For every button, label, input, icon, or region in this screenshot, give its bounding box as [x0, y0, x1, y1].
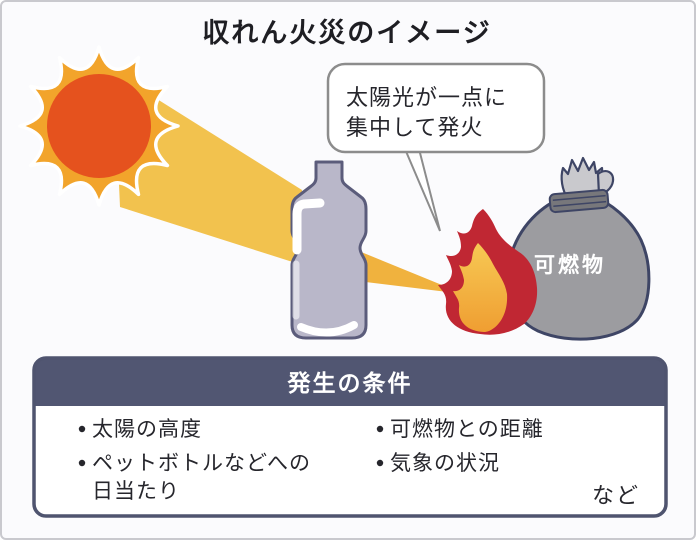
- bottle-highlight-bottom: [297, 321, 358, 337]
- conditions-header-label: 発生の条件: [287, 370, 413, 396]
- bullet-dot: [376, 425, 384, 433]
- sun-icon: [18, 45, 180, 207]
- bottle-body: [290, 160, 368, 340]
- condition-item: 気象の状況: [390, 452, 500, 475]
- speech-bubble-tail: [403, 148, 441, 232]
- speech-bubble-line2: 集中して発火: [346, 115, 483, 140]
- speech-bubble: 太陽光が一点に 集中して発火: [326, 62, 546, 232]
- sun-core: [47, 74, 151, 178]
- fire-icon: [438, 209, 538, 335]
- bullet-dot: [376, 459, 384, 467]
- condition-item-wrap: 日当たり: [92, 480, 180, 503]
- pet-bottle-icon: [290, 160, 368, 340]
- bullet-dot: [78, 459, 86, 467]
- conditions-box: 発生の条件 太陽の高度 ペットボトルなどへの 日当たり 可燃物との距離 気象の状…: [32, 356, 668, 518]
- speech-bubble-line1: 太陽光が一点に: [346, 85, 507, 110]
- diagram-title: 収れん火災のイメージ: [202, 18, 491, 48]
- etc-label: など: [592, 483, 640, 508]
- bullet-dot: [78, 425, 86, 433]
- flame-inner: [453, 243, 508, 332]
- conditions-header: [34, 358, 666, 406]
- conditions-box-border: [32, 356, 668, 518]
- condition-item: ペットボトルなどへの: [92, 452, 311, 475]
- speech-bubble-box: [326, 62, 546, 154]
- condition-item: 太陽の高度: [92, 418, 202, 441]
- bottle-highlight: [292, 198, 325, 255]
- condition-item: 可燃物との距離: [390, 418, 544, 441]
- bag-tie-band: [548, 188, 610, 214]
- bag-label: 可燃物: [534, 253, 606, 277]
